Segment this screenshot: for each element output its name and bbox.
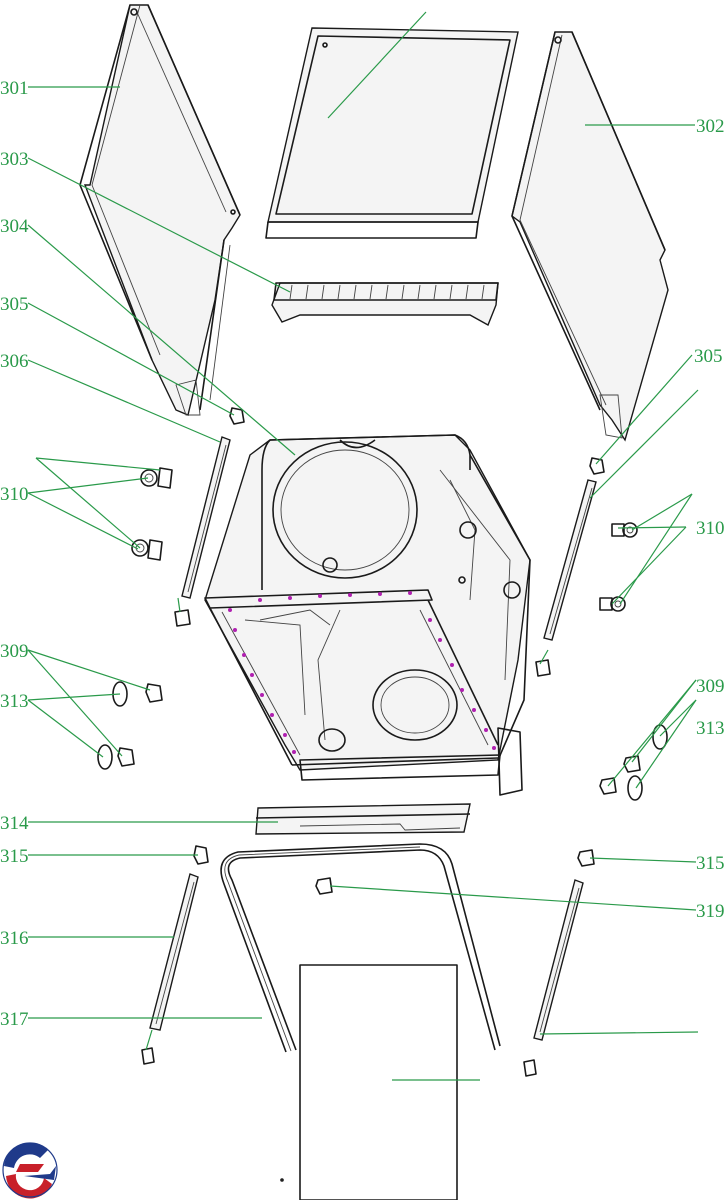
callout-313-left: 313 [0,691,29,712]
left-side-panel [79,4,241,416]
clip-left [229,407,245,425]
hinge-cap-left [193,845,209,865]
callout-315-left: 315 [0,846,29,867]
leader-lines [27,11,699,1081]
callout-310-left: 310 [0,484,29,505]
callout-315-right: 315 [696,853,725,874]
kickplate-bracket [255,803,471,835]
callout-309-right: 309 [696,676,725,697]
clip-right [589,457,605,475]
front-grill-bar [271,282,499,326]
callout-labels: 301 302 303 304 305 305 306 310 310 309 … [0,78,725,1030]
callout-305-left: 305 [0,294,29,315]
door-gasket [220,843,501,1053]
callout-313-right: 313 [696,718,725,739]
door-latch-part [315,877,333,895]
left-lower-rail [141,873,199,1065]
callout-305-right: 305 [694,346,723,367]
tub-body [204,434,531,796]
right-rail-upper [535,479,597,677]
callout-302: 302 [696,116,725,137]
callout-319: 319 [696,901,725,922]
front-door-panel [280,964,458,1200]
bushing-set-right [599,724,668,801]
callout-303: 303 [0,149,29,170]
hinge-cap-right [577,849,595,867]
right-side-panel [511,31,669,442]
callout-310-right: 310 [696,518,725,539]
right-lower-rail [523,879,584,1077]
foot-set-left [131,467,173,561]
callout-316: 316 [0,928,29,949]
swirl-logo-icon [2,1142,58,1199]
callout-306: 306 [0,351,29,372]
callout-301: 301 [0,78,29,99]
callout-314: 314 [0,813,29,834]
callout-317: 317 [0,1009,29,1030]
callout-304: 304 [0,216,29,237]
foot-set-right [599,522,638,612]
callout-309-left: 309 [0,641,29,662]
top-cover [265,27,519,239]
left-rail [174,436,231,627]
